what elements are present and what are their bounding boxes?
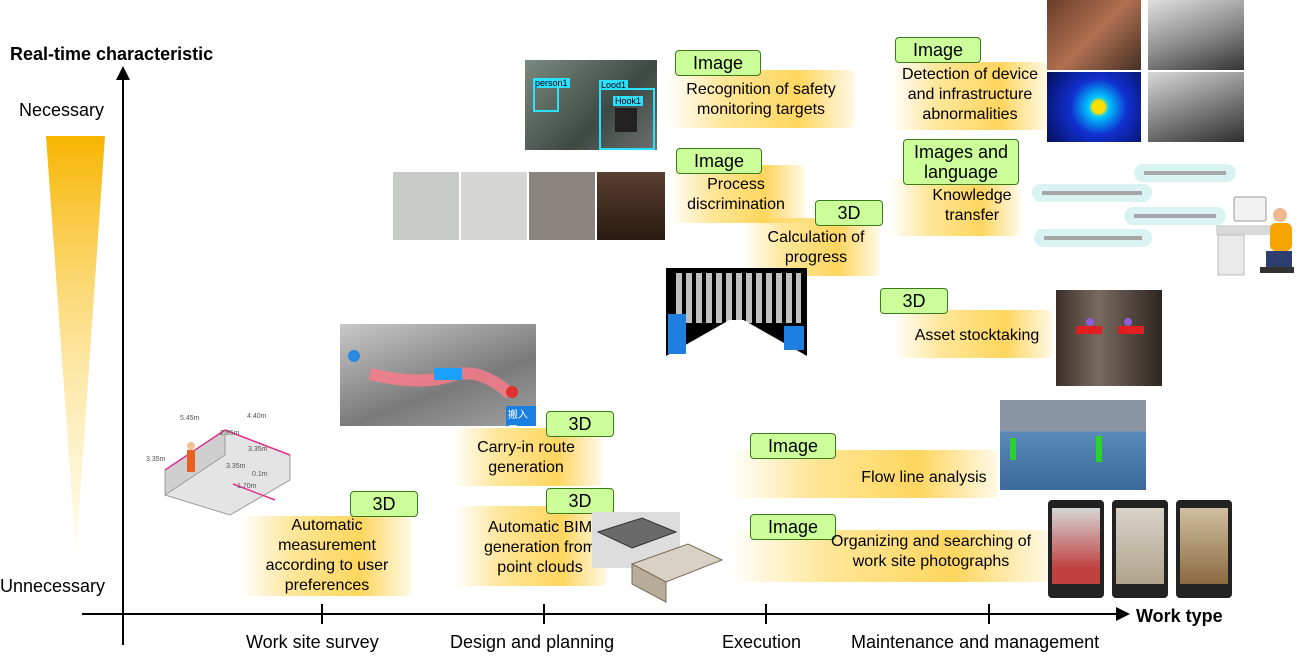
safety-glow — [667, 70, 855, 128]
x-tick-execution — [765, 604, 767, 624]
x-tick-survey — [321, 604, 323, 624]
x-label-survey: Work site survey — [246, 632, 379, 652]
bim-label: Automatic BIM generation from point clou… — [483, 519, 597, 576]
device-glow — [890, 62, 1048, 130]
carry-tag: 3D — [546, 411, 614, 437]
process-label: Process discrimination — [687, 176, 785, 213]
safety-label: Recognition of safety monitoring targets — [686, 81, 836, 118]
carry-glow — [452, 428, 602, 486]
phone-photo-1 — [1048, 500, 1104, 598]
chat-bubble-3 — [1124, 207, 1226, 225]
dim-label-4: 3.35m — [146, 456, 166, 463]
device-photo-3 — [1148, 72, 1244, 142]
progress-tag: 3D — [815, 200, 883, 226]
phone-photo-3 — [1176, 500, 1232, 598]
dim-label-1: 5.45m — [180, 415, 200, 422]
x-label-design: Design and planning — [450, 632, 615, 652]
safety-tag: Image — [675, 50, 761, 76]
bim-glow — [455, 506, 607, 586]
progress-label: Calculation of progress — [767, 229, 865, 266]
chat-bubble-1 — [1134, 164, 1236, 182]
worker-at-desk-illustration — [1216, 196, 1294, 276]
entrance-label: 搬入口 — [506, 406, 536, 426]
y-top-label: Necessary — [19, 100, 105, 120]
safety-detection-photo: person1 Lood1 Hook1 — [525, 60, 657, 150]
carry-label: Carry-in route generation — [477, 439, 575, 476]
det-label-load: Lood1 — [599, 80, 629, 90]
chat-bubble-4 — [1034, 229, 1152, 247]
dim-label-2: 4.40m — [247, 413, 267, 420]
flow-tag: Image — [750, 433, 836, 459]
measure-glow — [240, 516, 412, 596]
x-tick-design — [543, 604, 545, 624]
photos-label: Organizing and searching of work site ph… — [830, 533, 1032, 570]
knowledge-tag: Images and language — [903, 139, 1019, 185]
flow-label: Flow line analysis — [861, 469, 987, 486]
x-axis-title: Work type — [1136, 606, 1223, 626]
device-photo-2 — [1148, 0, 1244, 70]
device-label: Detection of device and infrastructure a… — [901, 66, 1039, 123]
x-label-maintenance: Maintenance and management — [851, 632, 1100, 652]
importance-gradient-triangle — [46, 136, 105, 555]
wall-finish-photos — [393, 172, 665, 240]
progress-glow — [742, 218, 880, 276]
chat-bubble-2 — [1032, 184, 1152, 202]
room-measurement-illustration — [164, 429, 291, 516]
knowledge-glow — [890, 178, 1020, 236]
asset-tag: 3D — [880, 288, 948, 314]
bim-model-illustration — [592, 512, 724, 603]
bim-tag: 3D — [546, 488, 614, 514]
dim-label-6: 3.35m — [248, 446, 268, 453]
measure-tag: 3D — [350, 491, 418, 517]
phone-photo-2 — [1112, 500, 1168, 598]
process-tag: Image — [676, 148, 762, 174]
dim-label-3: 2.85m — [220, 430, 240, 437]
x-tick-maintenance — [988, 604, 990, 624]
y-bottom-label: Unnecessary — [0, 576, 106, 596]
measure-label: Automatic measurement according to user … — [265, 517, 389, 594]
photos-tag: Image — [750, 514, 836, 540]
carry-in-route-map: 搬入口 — [340, 324, 536, 426]
dim-label-5: 3.35m — [226, 463, 246, 470]
progress-pointcloud-photo — [666, 268, 807, 356]
x-label-execution: Execution — [722, 632, 802, 652]
process-glow — [670, 165, 805, 223]
det-label-hook: Hook1 — [613, 96, 644, 106]
det-label-person: person1 — [533, 78, 570, 88]
y-axis-title: Real-time characteristic — [10, 44, 214, 64]
device-tag: Image — [895, 37, 981, 63]
asset-glow — [893, 310, 1053, 358]
dim-label-7: 0.1m — [252, 471, 268, 478]
asset-photo — [1056, 290, 1162, 386]
device-heatmap-photo — [1047, 72, 1141, 142]
flow-line-photo — [1000, 400, 1146, 490]
knowledge-label: Knowledge transfer — [932, 187, 1012, 224]
asset-label: Asset stocktaking — [914, 327, 1040, 344]
device-photo-1 — [1047, 0, 1141, 70]
dim-label-8: 1.70m — [237, 483, 257, 490]
